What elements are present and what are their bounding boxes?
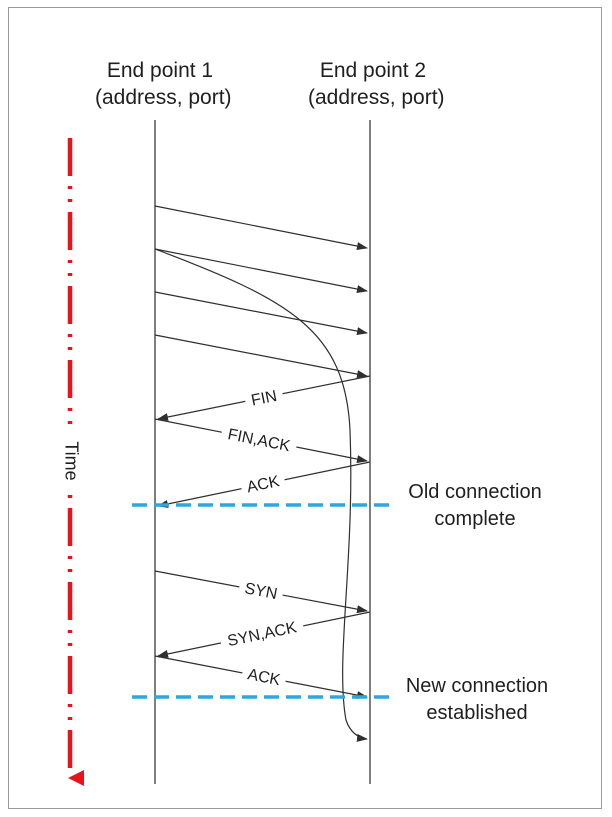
ack-open-label: ACK [246,666,282,689]
old-connection-line1: Old connection [408,481,542,503]
endpoint-1-name: End point 1 [106,59,214,82]
syn-label-bg [237,577,285,605]
ack-close-label-bg [239,469,287,499]
data-arrow-1 [154,205,368,250]
delayed-segment-arrow [154,248,368,742]
diagram-frame [8,7,602,809]
data-arrow-2 [154,248,368,293]
old-connection-line2: complete [434,508,516,530]
fin-label: FIN [250,388,279,410]
ack-close-label: ACK [245,473,281,496]
new-connection-note: New connection established [388,673,566,727]
endpoint-1-header: End point 1 (address, port) [95,57,232,111]
endpoint-2-name: End point 2 [319,59,427,82]
fin-label-bg [243,384,285,412]
endpoint-2-header: End point 2 (address, port) [308,57,445,111]
new-connection-line1: New connection [405,675,549,697]
syn-label: SYN [243,580,279,603]
ack-open-label-bg [240,663,288,691]
old-connection-note: Old connection complete [392,479,558,533]
time-label: Time [61,441,81,480]
new-connection-line2: established [426,702,528,724]
time-label-background [59,432,81,490]
endpoint-2-address: (address, port) [308,86,445,109]
fin-ack-label-bg [219,422,299,458]
data-arrow-4 [154,334,368,379]
data-arrow-3 [154,291,368,336]
syn-ack-label-bg [218,615,306,653]
endpoint-1-address: (address, port) [95,86,232,109]
